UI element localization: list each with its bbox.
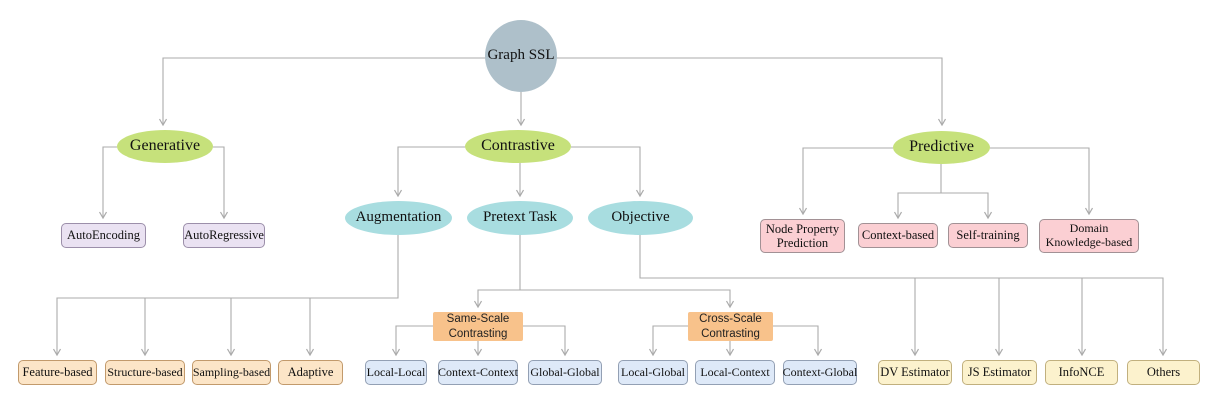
node-infonce: InfoNCE [1045, 360, 1118, 385]
edge-predictive-domain-knowledge-based [990, 147, 1089, 214]
edge-augmentation-feature-based [57, 235, 399, 355]
edge-contrastive-objective [571, 146, 640, 196]
edge-same-scale-local-local [396, 325, 433, 355]
node-same-scale-contrasting: Same-Scale Contrasting [433, 312, 523, 341]
node-predictive: Predictive [893, 131, 990, 164]
node-local-local: Local-Local [365, 360, 427, 385]
node-context-context: Context-Context [438, 360, 518, 385]
node-domain-knowledge-based: Domain Knowledge-based [1039, 219, 1139, 253]
node-local-global: Local-Global [618, 360, 688, 385]
edge-generative-autoregressive [213, 146, 224, 218]
node-cross-scale-contrasting: Cross-Scale Contrasting [688, 312, 773, 341]
node-pretext-task: Pretext Task [467, 201, 573, 235]
edge-cross-scale-context-global [773, 325, 818, 355]
node-self-training: Self-training [948, 223, 1028, 248]
node-dv-estimator: DV Estimator [878, 360, 952, 385]
node-context-global: Context-Global [783, 360, 857, 385]
node-context-based: Context-based [858, 223, 938, 248]
node-node-property-prediction: Node Property Prediction [760, 219, 845, 253]
edge-root-predictive [521, 57, 942, 125]
node-objective: Objective [588, 201, 693, 235]
node-autoencoding: AutoEncoding [61, 223, 146, 248]
edge-predictive-self-training [941, 192, 988, 218]
node-contrastive: Contrastive [465, 130, 571, 163]
node-generative: Generative [117, 130, 213, 163]
node-autoregressive: AutoRegressive [183, 223, 265, 248]
node-structure-based: Structure-based [105, 360, 185, 385]
edge-objective-others [639, 235, 1163, 355]
edge-root-generative [163, 57, 521, 125]
node-others: Others [1127, 360, 1200, 385]
edge-contrastive-augmentation [398, 146, 465, 196]
edge-same-scale-global-global [523, 325, 565, 355]
node-js-estimator: JS Estimator [962, 360, 1037, 385]
edge-predictive-node-property-prediction [803, 147, 893, 214]
node-global-global: Global-Global [528, 360, 602, 385]
edge-predictive-context-based [898, 164, 942, 218]
node-adaptive: Adaptive [278, 360, 343, 385]
node-feature-based: Feature-based [18, 360, 97, 385]
edge-generative-autoencoding [103, 146, 117, 218]
node-graph-ssl: Graph SSL [485, 20, 557, 92]
node-sampling-based: Sampling-based [192, 360, 271, 385]
edge-cross-scale-local-global [653, 325, 688, 355]
node-augmentation: Augmentation [345, 201, 452, 235]
node-local-context: Local-Context [695, 360, 775, 385]
edge-pretext-task-cross-scale [520, 289, 730, 307]
edge-pretext-task-same-scale [478, 235, 521, 307]
